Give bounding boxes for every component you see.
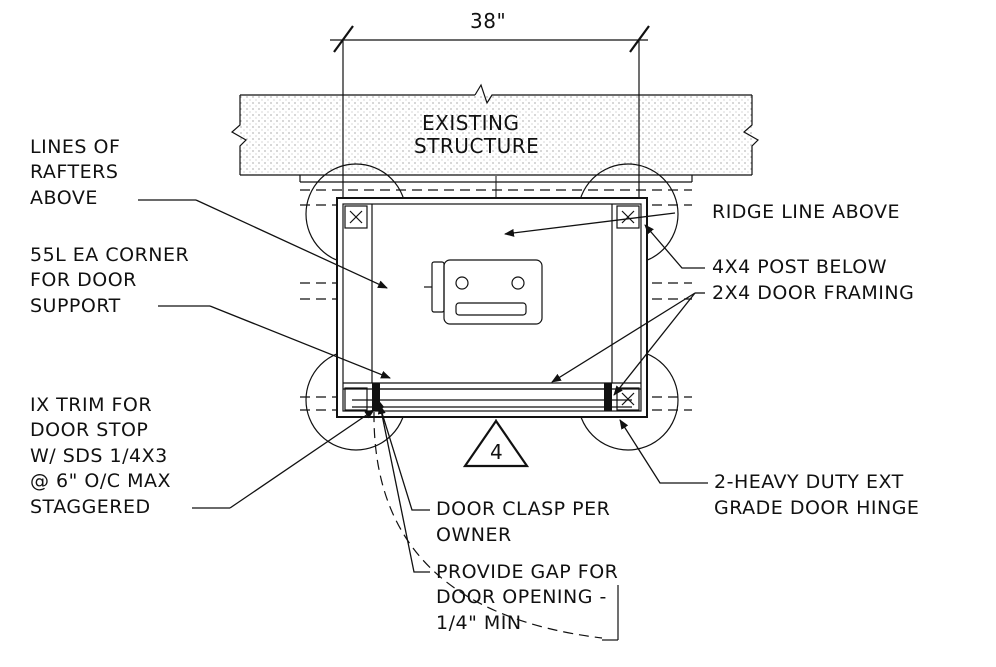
dimension-value: 38" bbox=[470, 9, 506, 33]
trim-note-3: W/ SDS 1/4X3 bbox=[30, 445, 168, 467]
post-note: 4X4 POST BELOW bbox=[712, 256, 887, 278]
trim-note-2: DOOR STOP bbox=[30, 419, 148, 441]
door-swing-arc bbox=[373, 411, 603, 639]
door-frame bbox=[336, 197, 648, 418]
center-fixture bbox=[424, 259, 543, 325]
ssl-note-2: FOR DOOR bbox=[30, 269, 137, 291]
rafters-note-3: ABOVE bbox=[30, 187, 98, 209]
hinge-note-1: 2-HEAVY DUTY EXT bbox=[714, 471, 904, 493]
rafters-note-2: RAFTERS bbox=[30, 161, 118, 183]
framing-note: 2X4 DOOR FRAMING bbox=[712, 282, 914, 304]
hinge-note-2: GRADE DOOR HINGE bbox=[714, 497, 919, 519]
gap-note-2: DOOR OPENING - bbox=[436, 586, 607, 608]
ridge-note: RIDGE LINE ABOVE bbox=[712, 201, 900, 223]
ssl-note-3: SUPPORT bbox=[30, 295, 121, 317]
ssl-note-1: 55L EA CORNER bbox=[30, 244, 189, 266]
rafters-note-1: LINES OF bbox=[30, 136, 120, 158]
gap-note-3: 1/4" MIN bbox=[436, 612, 522, 634]
trim-note-4: @ 6" O/C MAX bbox=[30, 470, 171, 492]
leaders bbox=[138, 199, 708, 573]
bottom-notes: DOOR CLASP PER OWNER PROVIDE GAP FOR DOO… bbox=[436, 498, 618, 634]
section-marker-number: 4 bbox=[490, 440, 503, 464]
existing-structure-label-2: STRUCTURE bbox=[414, 134, 539, 158]
right-notes: RIDGE LINE ABOVE 4X4 POST BELOW 2X4 DOOR… bbox=[712, 201, 919, 519]
section-marker: 4 bbox=[462, 419, 530, 468]
existing-structure-label: EXISTING bbox=[422, 111, 520, 135]
clasp-note-1: DOOR CLASP PER bbox=[436, 498, 610, 520]
clasp-note-2: OWNER bbox=[436, 524, 512, 546]
trim-note-1: IX TRIM FOR bbox=[30, 394, 152, 416]
gap-note-1: PROVIDE GAP FOR bbox=[436, 561, 618, 583]
left-notes: LINES OF RAFTERS ABOVE 55L EA CORNER FOR… bbox=[30, 136, 189, 518]
trim-note-5: STAGGERED bbox=[30, 496, 151, 518]
existing-structure: EXISTING STRUCTURE bbox=[230, 83, 759, 183]
